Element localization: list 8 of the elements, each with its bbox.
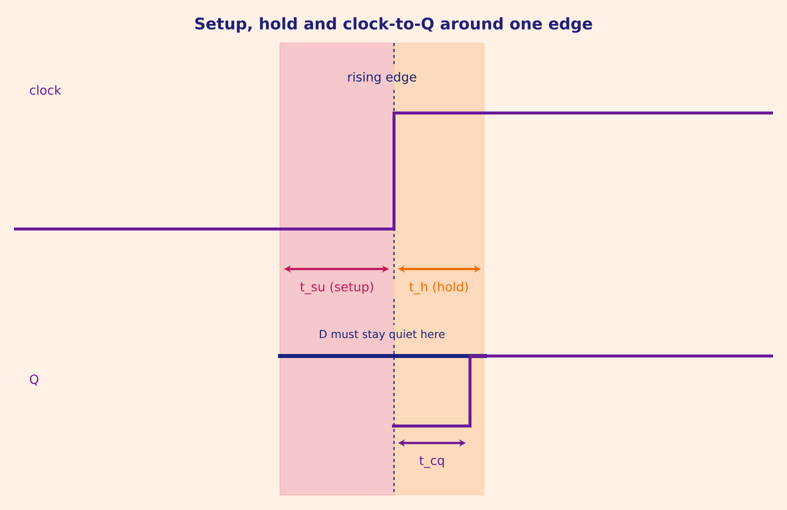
signal-name: clock <box>30 85 62 95</box>
marker-caption: rising edge <box>348 72 416 84</box>
note-text: D must stay quiet here <box>320 330 445 340</box>
dimension-label: t_cq <box>419 456 444 468</box>
signal-name: Q <box>30 374 38 386</box>
title: Setup, hold and clock-to-Q around one edge <box>195 17 592 33</box>
dimension-label: t_h (hold) <box>409 282 468 294</box>
dimension-label: t_su (setup) <box>300 282 374 294</box>
